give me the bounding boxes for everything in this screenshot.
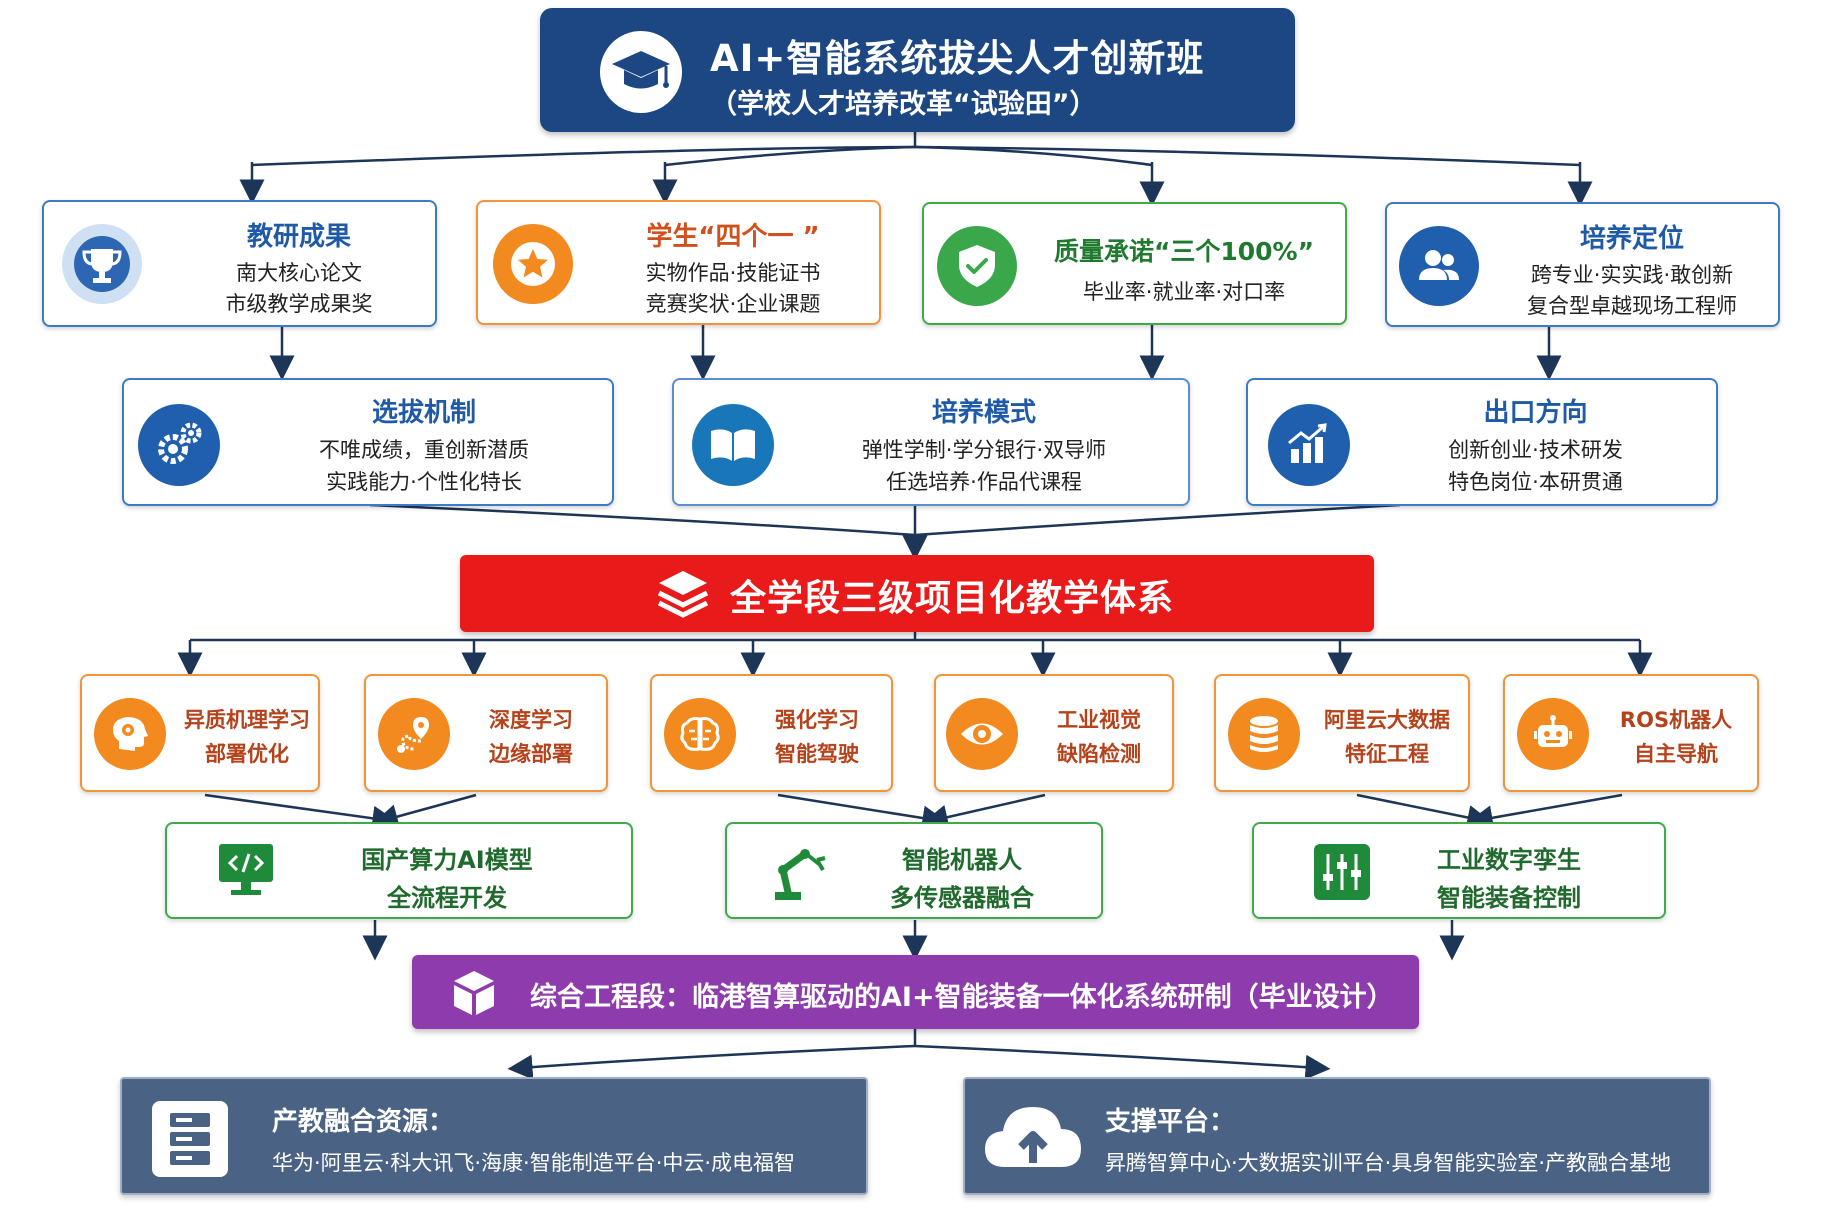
project-line: 特征工程 (1345, 742, 1429, 766)
project-card: 异质机理学习 部署优化 (80, 674, 320, 792)
database-icon (1228, 698, 1300, 770)
resource-desc: 华为·阿里云·科大讯飞·海康·智能制造平台·中云·成电福智 (272, 1151, 796, 1175)
layers-icon (655, 567, 711, 625)
card-training-mode: 培养模式 弹性学制·学分银行·双导师 任选培养·作品代课程 (672, 378, 1190, 506)
chart-growth-icon (1268, 404, 1350, 486)
card-line: 特色岗位·本研贯通 (1448, 470, 1623, 494)
card-line: 南大核心论文 (236, 261, 362, 285)
book-icon (692, 404, 774, 486)
card-line: 跨专业·实实践·敢创新 (1530, 263, 1734, 287)
module-line: 工业数字孪生 (1437, 846, 1581, 874)
card-title: 质量承诺“三个100%” (1053, 237, 1315, 266)
module-line: 国产算力AI模型 (361, 846, 533, 874)
card-research-results: 教研成果 南大核心论文 市级教学成果奖 (42, 200, 437, 327)
resource-desc: 昇腾智算中心·大数据实训平台·具身智能实验室·产教融合基地 (1105, 1151, 1672, 1175)
graduation-cap-icon (600, 31, 682, 113)
project-card: 工业视觉 缺陷检测 (934, 674, 1174, 792)
card-title: 出口方向 (1483, 398, 1588, 428)
card-line: 竞赛奖状·企业课题 (645, 292, 821, 316)
module-card: 国产算力AI模型 全流程开发 (165, 822, 633, 919)
code-monitor-icon (217, 842, 275, 906)
project-card: ROS机器人 自主导航 (1503, 674, 1759, 792)
robot-icon (1517, 698, 1589, 770)
resource-panel-platform: 支撑平台： 昇腾智算中心·大数据实训平台·具身智能实验室·产教融合基地 (963, 1077, 1711, 1195)
card-line: 毕业率·就业率·对口率 (1082, 280, 1286, 304)
cube-icon (448, 967, 500, 1023)
project-card: 阿里云大数据 特征工程 (1214, 674, 1470, 792)
trophy-icon (62, 224, 142, 304)
project-line: 强化学习 (775, 708, 859, 732)
resource-title: 产教融合资源： (272, 1107, 455, 1137)
eye-icon (946, 698, 1018, 770)
card-quality-commitment: 质量承诺“三个100%” 毕业率·就业率·对口率 (922, 202, 1347, 325)
robot-arm-icon (767, 842, 831, 908)
users-icon (1399, 226, 1479, 306)
project-card: 深度学习 边缘部署 (364, 674, 608, 792)
card-title: 培养定位 (1579, 224, 1684, 254)
program-title: AI+智能系统拔尖人才创新班 (710, 37, 1205, 80)
teaching-system-banner: 全学段三级项目化教学体系 (460, 555, 1374, 632)
server-icon (152, 1101, 228, 1177)
shield-check-icon (937, 226, 1017, 306)
project-line: 深度学习 (489, 708, 573, 732)
card-line: 实践能力·个性化特长 (326, 470, 522, 494)
cloud-upload-icon (981, 1097, 1085, 1181)
card-title: 选拔机制 (371, 398, 476, 428)
project-line: 阿里云大数据 (1324, 708, 1450, 732)
module-card: 工业数字孪生 智能装备控制 (1252, 822, 1666, 919)
project-card: 强化学习 智能驾驶 (650, 674, 893, 792)
sliders-icon (1314, 844, 1370, 904)
card-student-four-ones: 学生“四个一 ” 实物作品·技能证书 竞赛奖状·企业课题 (476, 200, 881, 325)
gears-icon (138, 404, 220, 486)
card-training-positioning: 培养定位 跨专业·实实践·敢创新 复合型卓越现场工程师 (1385, 202, 1780, 327)
card-line: 任选培养·作品代课程 (886, 470, 1082, 494)
module-line: 智能机器人 (902, 846, 1022, 874)
card-title: 教研成果 (246, 222, 351, 252)
project-line: 异质机理学习 (184, 708, 310, 732)
module-card: 智能机器人 多传感器融合 (725, 822, 1103, 919)
card-line: 创新创业·技术研发 (1448, 438, 1623, 462)
star-icon (493, 224, 573, 304)
teaching-system-label: 全学段三级项目化教学体系 (730, 578, 1175, 619)
project-line: 智能驾驶 (775, 742, 859, 766)
project-line: 缺陷检测 (1057, 742, 1141, 766)
card-selection-mechanism: 选拔机制 不唯成绩，重创新潜质 实践能力·个性化特长 (122, 378, 614, 506)
project-line: 自主导航 (1634, 742, 1718, 766)
capstone-banner: 综合工程段：临港智算驱动的AI+智能装备一体化系统研制（毕业设计） (412, 955, 1419, 1029)
module-line: 多传感器融合 (890, 884, 1034, 912)
capstone-label: 综合工程段：临港智算驱动的AI+智能装备一体化系统研制（毕业设计） (530, 982, 1394, 1013)
card-line: 弹性学制·学分银行·双导师 (861, 438, 1107, 462)
card-line: 市级教学成果奖 (225, 292, 373, 316)
module-line: 全流程开发 (387, 884, 507, 912)
card-exit-direction: 出口方向 创新创业·技术研发 特色岗位·本研贯通 (1246, 378, 1718, 506)
route-pin-icon (378, 698, 450, 770)
project-line: 部署优化 (205, 742, 289, 766)
project-line: 边缘部署 (489, 742, 573, 766)
card-line: 实物作品·技能证书 (645, 261, 821, 285)
resource-title: 支撑平台： (1105, 1107, 1236, 1137)
card-line: 不唯成绩，重创新潜质 (319, 438, 529, 462)
card-line: 复合型卓越现场工程师 (1527, 294, 1737, 318)
resource-panel-industry: 产教融合资源： 华为·阿里云·科大讯飞·海康·智能制造平台·中云·成电福智 (120, 1077, 868, 1195)
head-gear-icon (94, 698, 166, 770)
program-subtitle: （学校人才培养改革“试验田”） (710, 89, 1097, 120)
program-title-banner: AI+智能系统拔尖人才创新班 （学校人才培养改革“试验田”） (540, 8, 1295, 132)
module-line: 智能装备控制 (1437, 884, 1581, 912)
card-title: 培养模式 (931, 398, 1036, 428)
project-line: 工业视觉 (1057, 708, 1141, 732)
card-title: 学生“四个一 ” (646, 222, 820, 252)
brain-icon (664, 698, 736, 770)
project-line: ROS机器人 (1619, 708, 1733, 732)
